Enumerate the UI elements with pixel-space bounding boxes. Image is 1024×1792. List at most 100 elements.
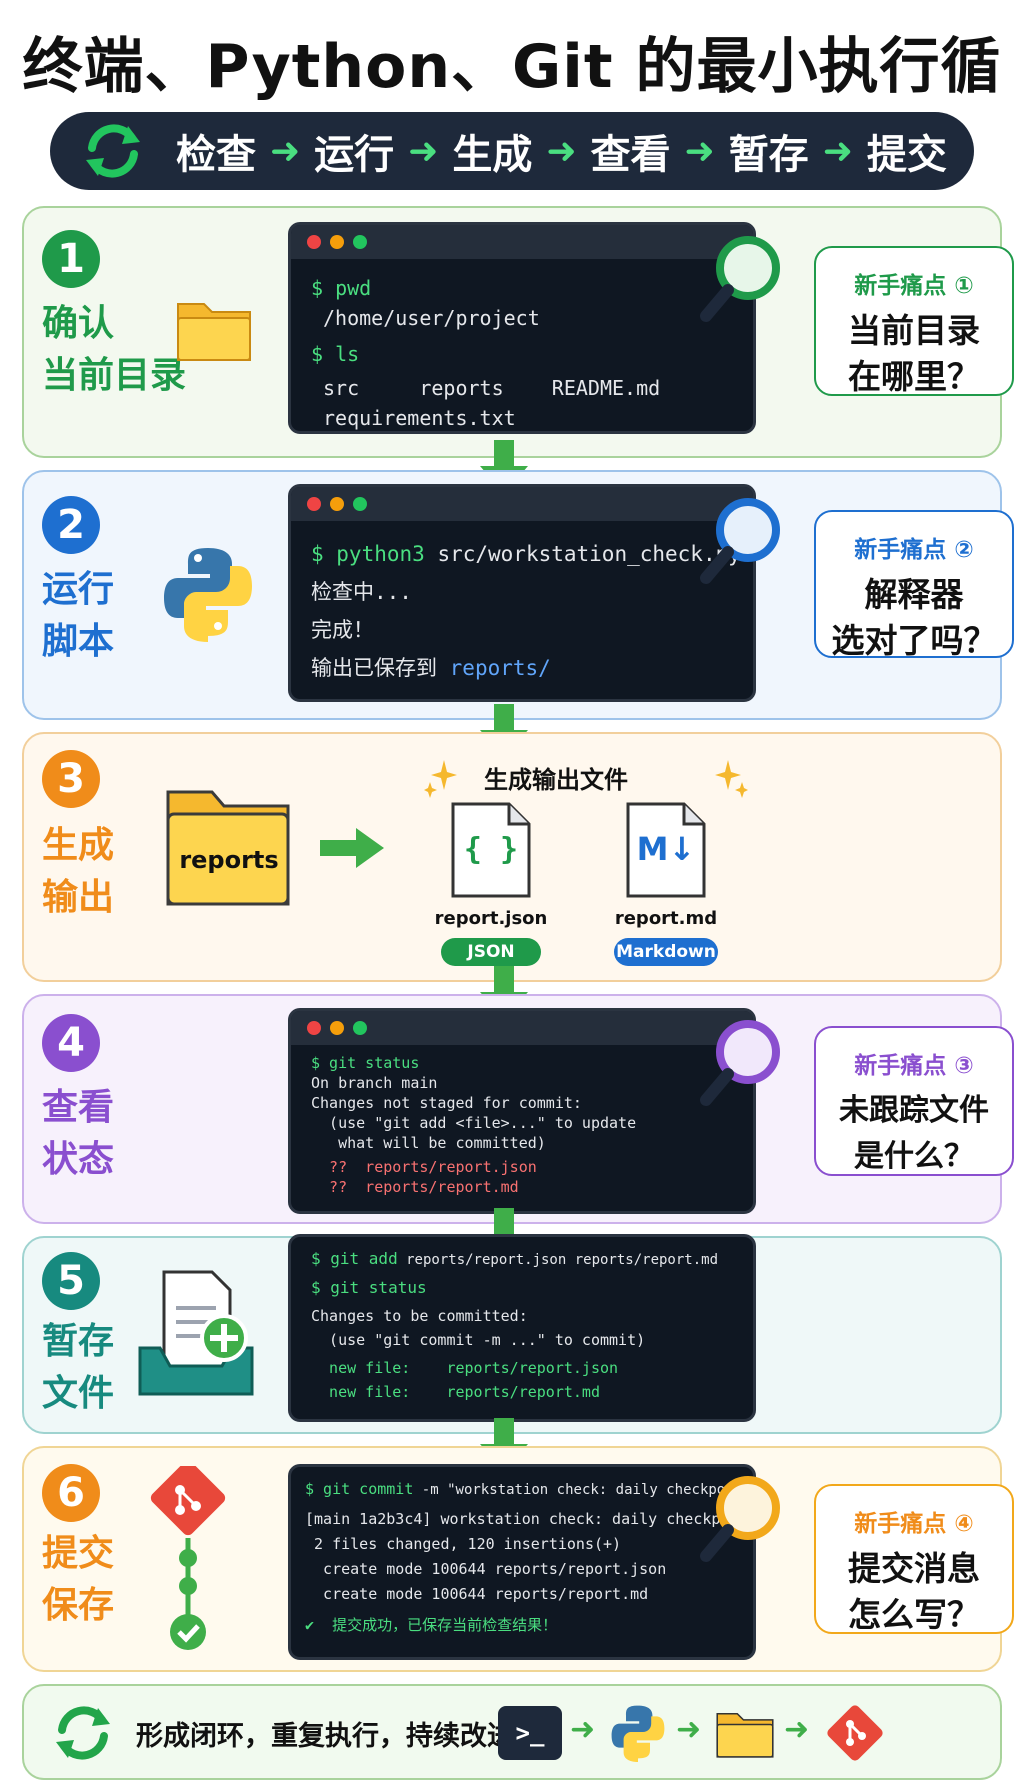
terminal-output: create mode 100644 reports/report.md	[305, 1585, 649, 1603]
json-glyph: { }	[463, 832, 519, 867]
file-type-badge: JSON	[441, 938, 541, 966]
minimize-dot	[330, 235, 344, 249]
untracked-file: ?? reports/report.json	[311, 1158, 537, 1176]
pain-point-label: 新手痛点 ②	[854, 537, 974, 563]
json-file-icon: { }	[449, 800, 533, 900]
arrow-right-icon: ➜	[408, 130, 439, 172]
terminal-output: [main 1a2b3c4] workstation check: daily …	[305, 1510, 756, 1528]
terminal-output: On branch main	[311, 1074, 438, 1092]
python-logo-icon	[164, 548, 252, 642]
staged-file: new file: reports/report.json	[311, 1359, 619, 1377]
terminal-output: (use "git add <file>..." to update	[311, 1114, 637, 1132]
step-title: 提交 保存	[42, 1533, 115, 1626]
terminal-window: $ git commit -m "workstation check: dail…	[288, 1464, 756, 1660]
terminal-titlebar	[291, 225, 753, 259]
file-type-badge: Markdown	[614, 938, 718, 966]
terminal-command: $ ls	[311, 342, 360, 366]
folder-icon	[166, 790, 290, 906]
terminal-output: requirements.txt	[323, 406, 516, 430]
maximize-dot	[353, 497, 367, 511]
pipeline-step-check: 检查	[176, 132, 256, 178]
terminal-titlebar	[291, 487, 753, 521]
pain-point-card: 新手痛点 ③ 未跟踪文件 是什么？	[814, 1026, 1014, 1176]
terminal-output: src reports README.md	[323, 376, 661, 400]
terminal-window: $ python3 src/workstation_check.py 检查中..…	[288, 484, 756, 702]
arrow-right-icon: ➜	[546, 130, 577, 172]
step-number: 5	[42, 1252, 100, 1310]
arrow-right-icon: ➜	[676, 1712, 702, 1747]
cycle-icon	[86, 124, 140, 178]
git-commit-icon	[150, 1466, 226, 1650]
staging-tray-icon	[138, 1270, 254, 1396]
cycle-icon	[56, 1706, 110, 1760]
folder-icon	[716, 1712, 774, 1758]
close-dot	[307, 235, 321, 249]
file-name: report.json	[434, 908, 548, 929]
terminal-output: (use "git commit -m ..." to commit)	[311, 1331, 646, 1349]
terminal-command: $ pwd	[311, 276, 372, 300]
terminal-titlebar	[291, 1011, 753, 1045]
markdown-file-icon: M↓	[624, 800, 708, 900]
terminal-output: 2 files changed, 120 insertions(+)	[305, 1535, 622, 1553]
pain-point-question: 提交消息 怎么写？	[848, 1549, 980, 1634]
terminal-output: Changes to be committed:	[311, 1307, 528, 1325]
python-logo-icon	[611, 1705, 665, 1762]
sparkle-icon	[424, 760, 457, 798]
step-number: 2	[42, 496, 100, 554]
magnifier-icon	[700, 1476, 780, 1562]
terminal-output: 检查中...	[311, 580, 412, 604]
step-4-section: 4 查看 状态 $ git status On branch main Chan…	[22, 994, 1014, 1224]
pain-point-label: 新手痛点 ③	[854, 1053, 974, 1079]
terminal-command: $ git add reports/report.json reports/re…	[311, 1249, 718, 1268]
arrow-right-icon	[320, 828, 384, 868]
pipeline-step-generate: 生成	[452, 132, 533, 178]
pain-point-question: 未跟踪文件 是什么？	[839, 1093, 989, 1174]
pain-point-label: 新手痛点 ①	[854, 273, 974, 299]
terminal-output: what will be committed)	[311, 1134, 546, 1152]
terminal-output: 完成！	[311, 618, 374, 642]
folder-label: reports	[179, 846, 279, 874]
footer-banner: 形成闭环，重复执行，持续改进！ >_ ➜ ➜ ➜	[22, 1684, 1002, 1780]
arrow-right-icon: ➜	[822, 130, 853, 172]
reports-folder: reports	[164, 786, 294, 910]
step-5-section: 5 暂存 文件 $ git add reports/report.json re…	[22, 1234, 1002, 1434]
minimize-dot	[330, 497, 344, 511]
terminal-output: 输出已保存到 reports/	[311, 656, 551, 680]
arrow-right-icon: ➜	[270, 130, 301, 172]
sparkle-icon	[715, 760, 748, 798]
magnifier-icon	[700, 498, 780, 584]
step-title: 查看 状态	[42, 1087, 115, 1180]
pain-point-question: 解释器 选对了吗？	[831, 575, 997, 660]
pain-point-question: 当前目录 在哪里？	[848, 311, 980, 396]
pain-point-card: 新手痛点 ① 当前目录 在哪里？	[814, 246, 1014, 396]
magnifier-icon	[700, 236, 780, 322]
pipeline-step-stage: 暂存	[728, 132, 809, 178]
terminal-output: Changes not staged for commit:	[311, 1094, 582, 1112]
git-logo-icon	[827, 1705, 883, 1761]
pipeline-step-run: 运行	[314, 132, 395, 178]
success-message: ✔ 提交成功，已保存当前检查结果！	[305, 1616, 558, 1634]
pipeline-bar: 检查 ➜ 运行 ➜ 生成 ➜ 查看 ➜ 暂存 ➜ 提交	[50, 112, 974, 190]
staged-file: new file: reports/report.md	[311, 1383, 600, 1401]
step-number: 3	[42, 750, 100, 808]
step-number: 6	[42, 1464, 100, 1522]
minimize-dot	[330, 1021, 344, 1035]
maximize-dot	[353, 235, 367, 249]
close-dot	[307, 1021, 321, 1035]
step-title: 运行 脚本	[42, 569, 115, 662]
close-dot	[307, 497, 321, 511]
terminal-window: $ git status On branch main Changes not …	[288, 1008, 756, 1214]
arrow-right-icon: ➜	[684, 130, 715, 172]
terminal-command: $ git status	[311, 1054, 420, 1072]
terminal-output: /home/user/project	[323, 306, 540, 330]
terminal-window: $ git add reports/report.json reports/re…	[288, 1234, 756, 1422]
footer-text: 形成闭环，重复执行，持续改进！	[136, 1721, 541, 1752]
terminal-command: $ python3 src/workstation_check.py	[311, 542, 741, 566]
untracked-file: ?? reports/report.md	[311, 1178, 519, 1196]
terminal-command: $ git status	[311, 1278, 427, 1297]
arrow-right-icon: ➜	[784, 1712, 810, 1747]
arrow-right-icon: ➜	[570, 1712, 596, 1747]
step-number: 1	[42, 230, 100, 288]
step-title: 确认 当前目录	[42, 303, 187, 396]
terminal-command: $ git commit -m "workstation check: dail…	[305, 1480, 756, 1498]
